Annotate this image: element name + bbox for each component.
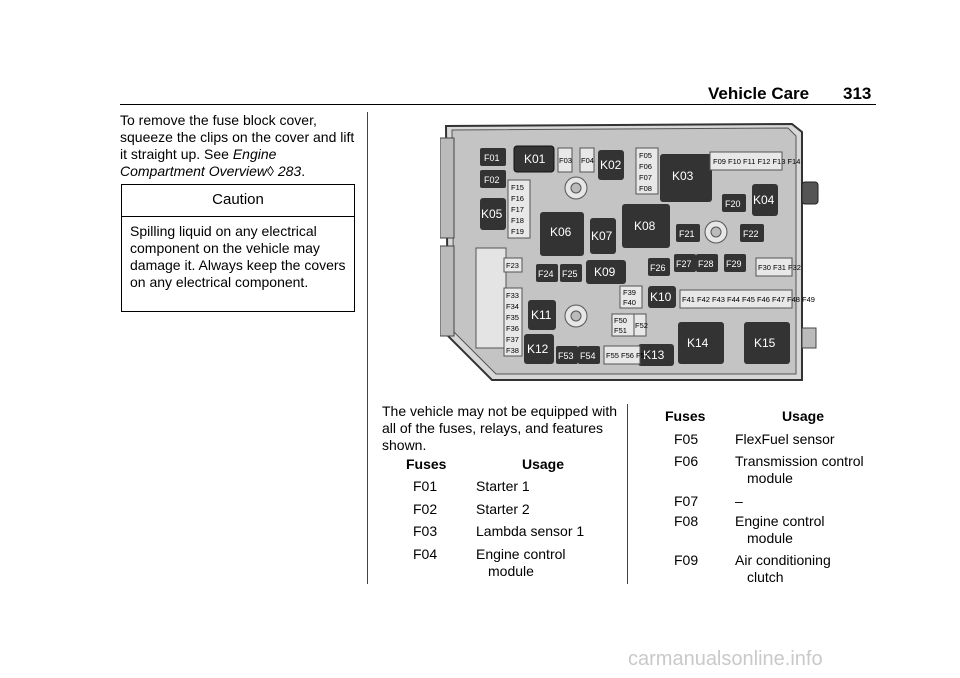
svg-text:F29: F29 [726,259,742,269]
relay-label: K15 [754,336,776,350]
svg-text:F02: F02 [484,175,500,185]
svg-text:F17: F17 [511,205,524,214]
fuse-usage: Starter 1 [476,478,530,494]
equipment-note: The vehicle may not be equipped with all… [382,403,618,453]
relay-label: K11 [531,308,552,322]
column-divider [367,112,368,584]
svg-text:F34: F34 [506,302,519,311]
usage-column-header: Usage [782,408,825,424]
svg-text:F50: F50 [614,316,627,325]
svg-text:F15: F15 [511,183,524,192]
caution-box: Caution Spilling liquid on any electrica… [121,184,355,312]
svg-text:F03: F03 [559,156,572,165]
intro-text: To remove the fuse block cover, squeeze … [120,112,355,162]
relay-label: K04 [753,193,775,207]
fuse-usage: – [735,493,743,509]
svg-text:F55 F56 F57: F55 F56 F57 [606,351,649,360]
svg-text:F54: F54 [580,351,596,361]
svg-text:F22: F22 [743,229,759,239]
relay-label: K13 [643,348,665,362]
fuse-id: F08 [674,513,699,529]
relay-label: K07 [591,229,613,243]
svg-text:F24: F24 [538,269,554,279]
reference-page[interactable]: 283 [277,163,302,179]
svg-text:F53: F53 [558,351,574,361]
fuse-id: F07 [674,493,699,509]
relay-label: K09 [594,265,616,279]
page-number: 313 [843,84,872,103]
relay-label: K02 [600,158,622,172]
watermark: carmanualsonline.info [628,648,823,670]
fuse-id: F09 [674,552,699,568]
svg-text:F40: F40 [623,298,636,307]
svg-text:F09 F10 F11 F12 F13 F14: F09 F10 F11 F12 F13 F14 [713,157,800,166]
caution-divider [122,216,354,217]
relay-label: K05 [481,207,503,221]
caution-title: Caution [212,191,264,208]
fuse-block-diagram: K01 K02 K03 K04 K05 K06 K07 K08 K09 K10 … [440,122,819,381]
engine-compartment-link[interactable]: Engine Compartment Overview [120,146,277,179]
usage-column-header: Usage [522,456,565,472]
svg-text:F20: F20 [725,199,741,209]
fuse-usage: Air conditioning clutch [735,552,831,585]
page-section-title: Vehicle Care [708,84,810,103]
caution-body: Spilling liquid on any electrical compon… [130,223,346,290]
intro-paragraph: To remove the fuse block cover, squeeze … [120,112,355,179]
svg-text:F25: F25 [562,269,578,279]
fuse-id: F05 [674,431,699,447]
svg-text:F18: F18 [511,216,524,225]
reference-symbol: ◊ [267,163,274,179]
svg-text:F08: F08 [639,184,652,193]
fuse-usage: Lambda sensor 1 [476,523,585,539]
svg-text:F33: F33 [506,291,519,300]
fuse-id: F01 [413,478,438,494]
relays: K01 K02 K03 K04 K05 K06 K07 K08 K09 K10 … [480,145,790,366]
fuse-id: F06 [674,453,699,469]
svg-text:F30 F31 F32: F30 F31 F32 [758,263,801,272]
svg-text:F26: F26 [650,263,666,273]
fuse-usage: Transmission control module [735,453,864,486]
fuse-id: F03 [413,523,438,539]
fuse-usage: FlexFuel sensor [735,431,835,447]
svg-text:F05: F05 [639,151,652,160]
relay-label: K14 [687,336,709,350]
relay-label: K10 [650,290,672,304]
svg-text:F16: F16 [511,194,524,203]
svg-text:F51: F51 [614,326,627,335]
svg-text:F04: F04 [581,156,594,165]
mounting-bolts [564,176,728,328]
relay-label: K12 [527,342,549,356]
svg-text:F01: F01 [484,153,500,163]
svg-text:F28: F28 [698,259,714,269]
svg-text:F38: F38 [506,346,519,355]
fuses-column-header: Fuses [406,456,447,472]
fuse-id: F04 [413,546,438,562]
svg-text:F06: F06 [639,162,652,171]
relay-label: K06 [550,225,572,239]
header-rule [120,104,876,105]
relay-label: K08 [634,219,656,233]
svg-text:F41 F42 F43 F44 F45 F46 F47 F4: F41 F42 F43 F44 F45 F46 F47 F48 F49 [682,295,815,304]
column-divider [627,404,628,584]
svg-text:F27: F27 [676,259,692,269]
svg-text:F39: F39 [623,288,636,297]
svg-text:F07: F07 [639,173,652,182]
svg-text:F23: F23 [506,261,519,270]
fuse-id: F02 [413,501,438,517]
relay-label: K01 [524,152,546,166]
fuses-column-header: Fuses [665,408,706,424]
svg-text:F21: F21 [679,229,695,239]
mini-fuses: F01 F02 F20 F21 F22 F24 F25 F26 F27 F28 … [480,148,764,364]
svg-text:F52: F52 [635,321,648,330]
fuse-usage: Engine control module [476,546,566,579]
svg-text:F19: F19 [511,227,524,236]
svg-text:F35: F35 [506,313,519,322]
fuse-usage: Engine control module [735,513,825,546]
fuse-usage: Starter 2 [476,501,530,517]
relay-label: K03 [672,169,694,183]
svg-text:F37: F37 [506,335,519,344]
svg-text:F36: F36 [506,324,519,333]
